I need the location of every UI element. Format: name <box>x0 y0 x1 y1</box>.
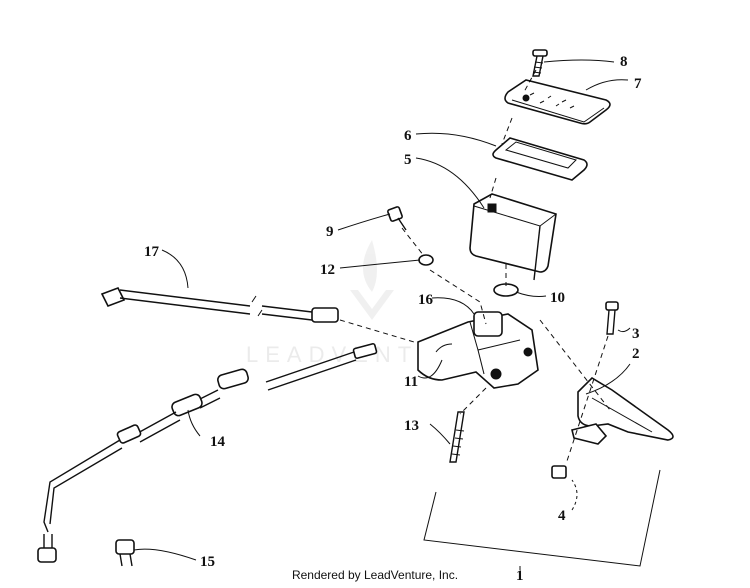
part-cover-7 <box>504 79 611 125</box>
footer-credit: Rendered by LeadVenture, Inc. <box>291 568 459 582</box>
part-washer-12 <box>418 254 434 266</box>
part-hose-14 <box>37 342 378 563</box>
part-cable-17 <box>100 286 339 323</box>
callout-3: 3 <box>632 326 640 342</box>
part-reservoir-5 <box>469 193 557 281</box>
callout-8: 8 <box>620 54 628 70</box>
callout-14: 14 <box>210 434 226 450</box>
callout-4: 4 <box>558 508 566 524</box>
callout-15: 15 <box>200 554 215 570</box>
callout-9: 9 <box>326 224 334 240</box>
part-screw-13 <box>449 411 465 463</box>
part-nut-4 <box>551 465 567 479</box>
callout-2: 2 <box>632 346 640 362</box>
callout-numbers: 1 2 3 4 5 6 7 8 9 10 11 12 13 14 15 16 1… <box>144 54 642 584</box>
callout-11: 11 <box>404 374 418 390</box>
callout-12: 12 <box>320 262 335 278</box>
part-fitting-15 <box>115 539 135 567</box>
callout-6: 6 <box>404 128 412 144</box>
callout-13: 13 <box>404 418 419 434</box>
part-master-cylinder-11 <box>417 311 539 389</box>
callout-16: 16 <box>418 292 434 308</box>
callout-1: 1 <box>516 568 524 584</box>
part-clamp-lever-2 <box>571 376 674 445</box>
alignment-lines <box>339 69 611 465</box>
part-screw-8 <box>532 49 548 77</box>
callout-10: 10 <box>550 290 565 306</box>
callout-17: 17 <box>144 244 160 260</box>
callout-7: 7 <box>634 76 642 92</box>
part-bolt-9 <box>387 206 407 231</box>
leader-lines <box>133 59 631 570</box>
callout-5: 5 <box>404 152 412 168</box>
part-gasket-6 <box>492 137 588 181</box>
assembly-bracket <box>423 469 661 567</box>
part-screw-3 <box>605 301 619 335</box>
